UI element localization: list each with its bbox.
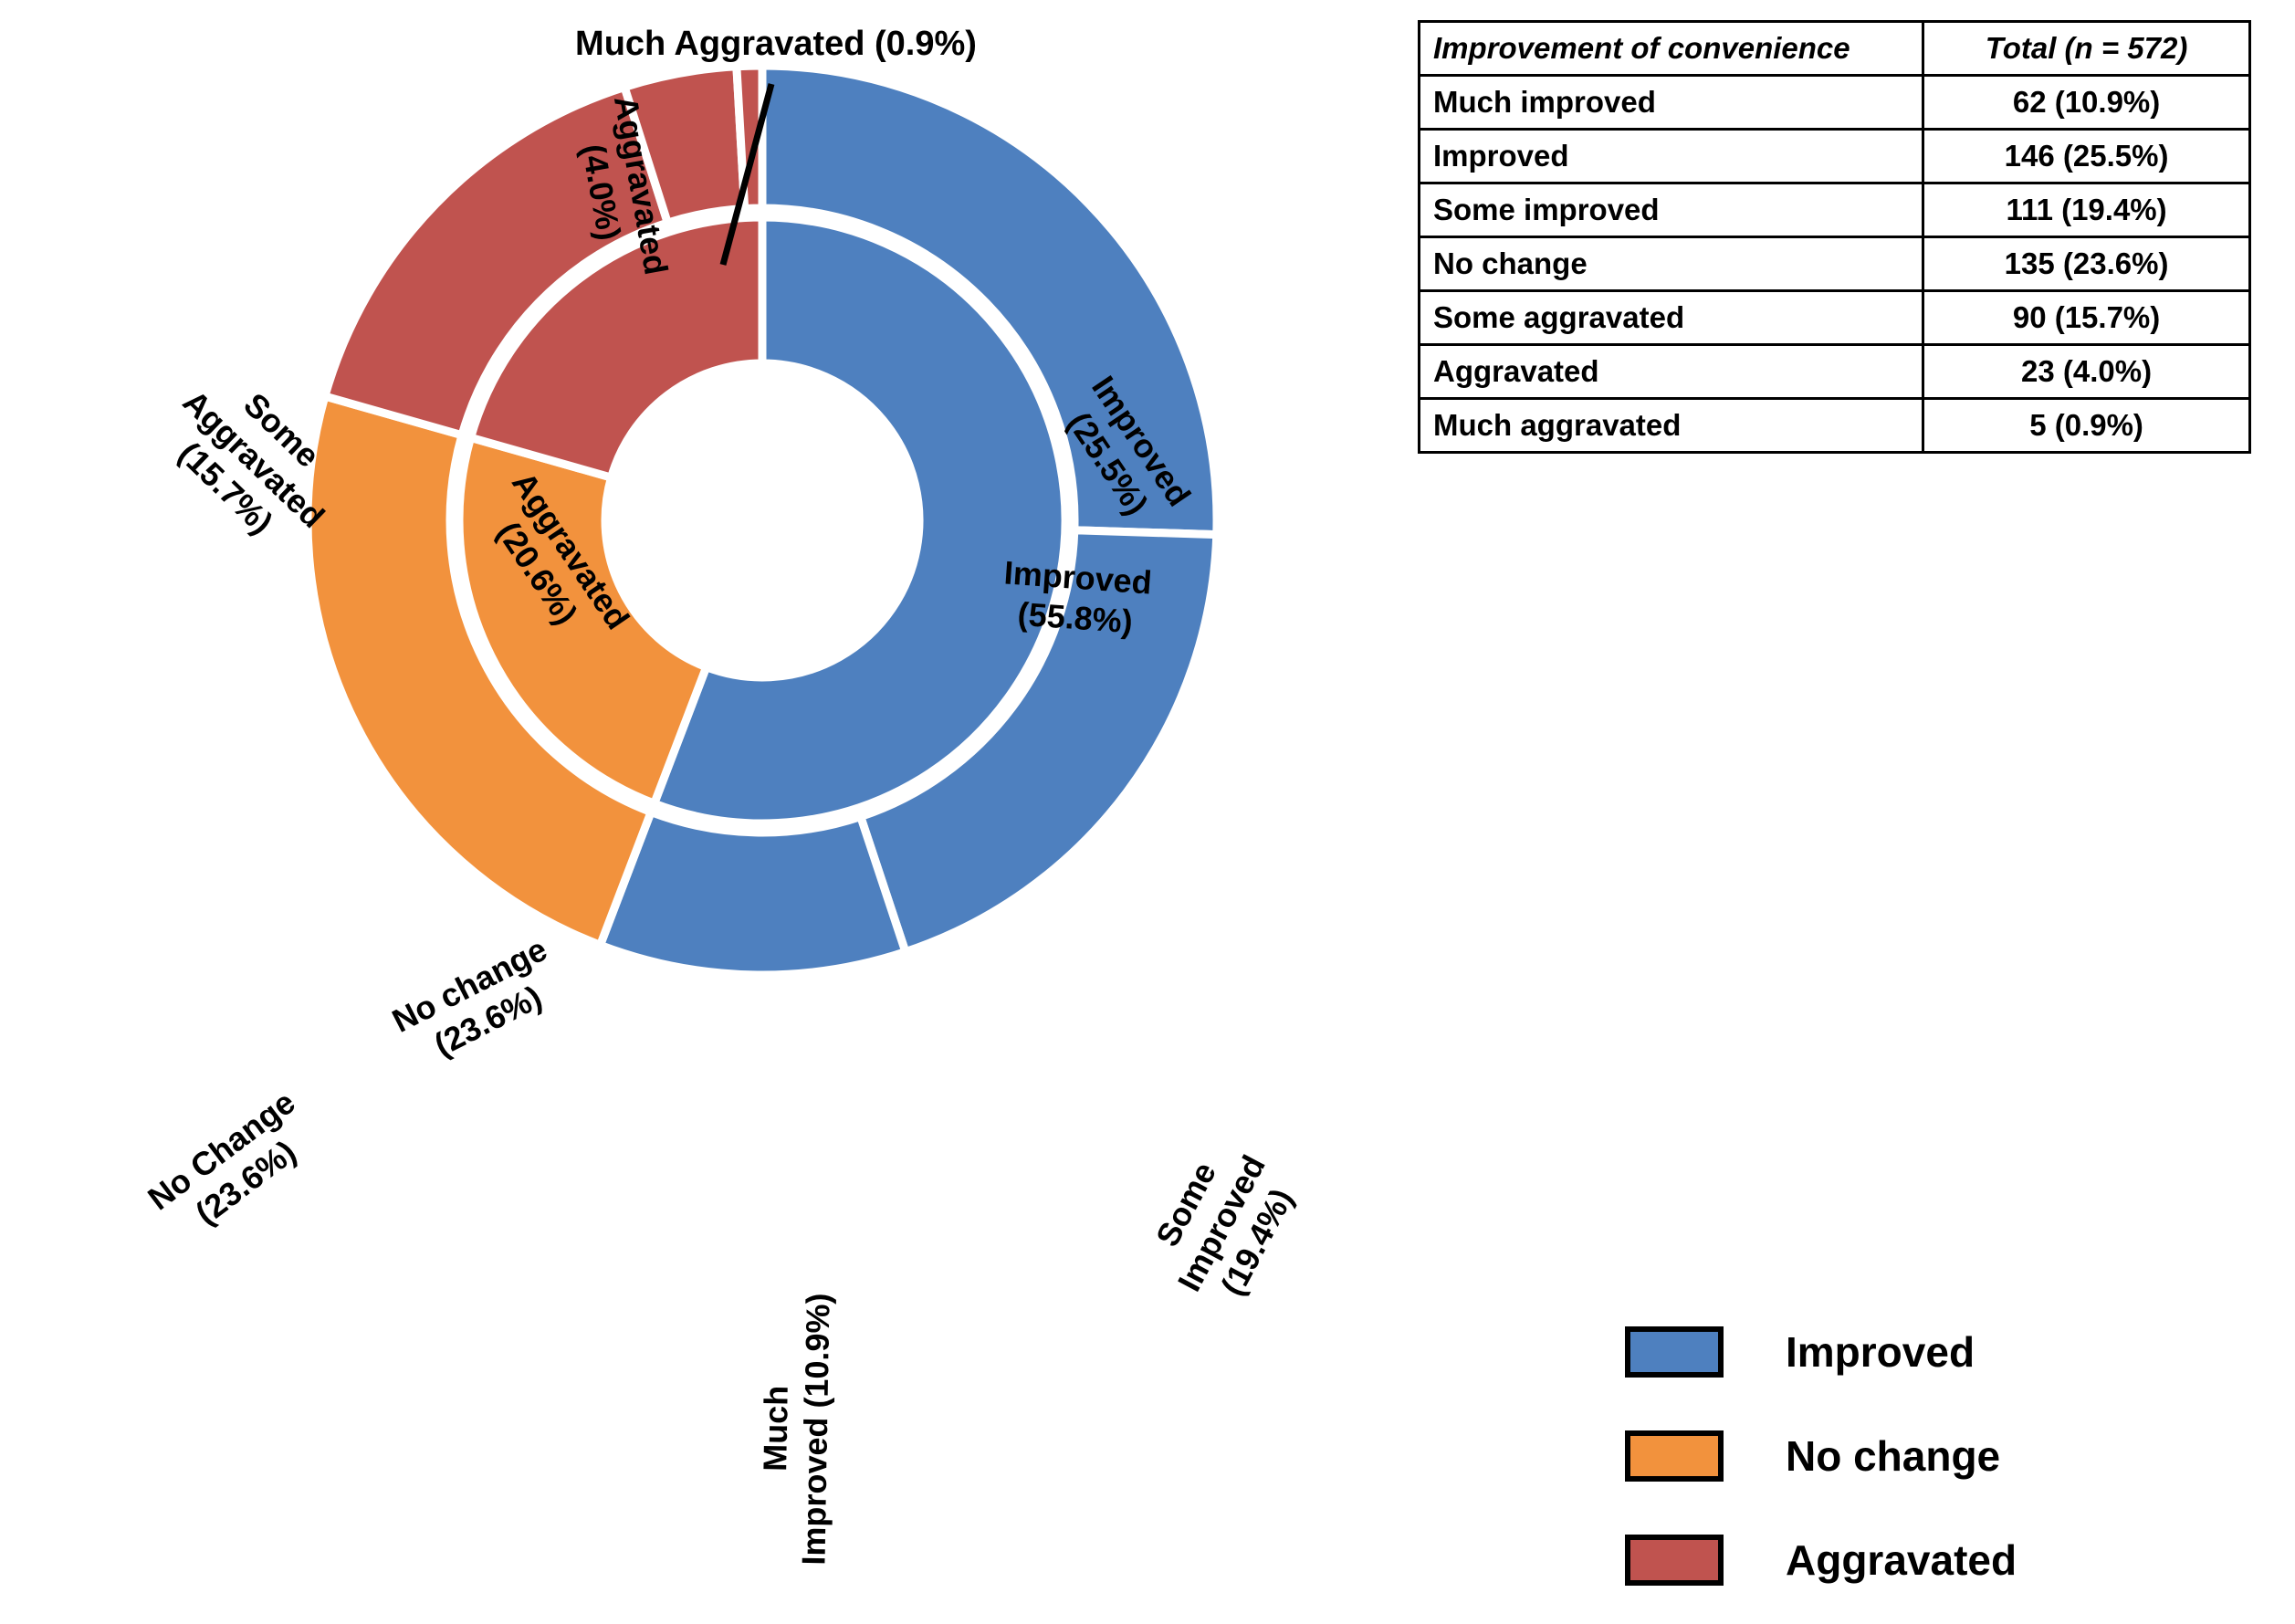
row-value: 23 (4.0%) xyxy=(1922,342,2251,400)
row-label: Some aggravated xyxy=(1417,288,1925,346)
chart-legend: Improved No change Aggravated xyxy=(1625,1312,2017,1624)
row-value: 111 (19.4%) xyxy=(1922,181,2251,238)
nested-donut-chart: Much Aggravated (0.9%) Improved (25.5%) … xyxy=(141,25,1301,1566)
outer-slice-some-aggravated[interactable] xyxy=(320,81,674,441)
outer-ring xyxy=(303,61,1221,980)
inner-label-no-change: No change (23.6%) xyxy=(386,930,553,1063)
donut-chart-area: Much Aggravated (0.9%) Improved (25.5%) … xyxy=(141,25,1301,1566)
row-value: 90 (15.7%) xyxy=(1922,288,2251,346)
legend-label-improved: Improved xyxy=(1786,1328,1975,1376)
donut-hole xyxy=(605,363,919,677)
legend-swatch-no-change xyxy=(1625,1430,1724,1482)
legend-swatch-improved xyxy=(1625,1326,1724,1378)
legend-swatch-aggravated xyxy=(1625,1535,1724,1586)
table-row: Aggravated 23 (4.0%) xyxy=(1417,342,2251,400)
table-row: Some improved 111 (19.4%) xyxy=(1417,181,2251,238)
row-label: Much aggravated xyxy=(1417,396,1925,454)
legend-item-no-change[interactable]: No change xyxy=(1625,1416,2017,1496)
legend-item-improved[interactable]: Improved xyxy=(1625,1312,2017,1392)
outer-label-much-improved: Much Improved (10.9%) xyxy=(756,1293,836,1566)
outer-slice-much-aggravated[interactable] xyxy=(732,61,767,214)
row-value: 5 (0.9%) xyxy=(1922,396,2251,454)
outer-slice-some-improved[interactable] xyxy=(855,526,1221,958)
outer-label-some-aggravated: Some Aggravated (15.7%) xyxy=(172,382,332,541)
table-row: Much aggravated 5 (0.9%) xyxy=(1417,396,2251,454)
callout-leader-line xyxy=(719,83,775,266)
outer-label-some-improved: Some Improved (19.4%) xyxy=(1148,1149,1301,1302)
row-label: Some improved xyxy=(1417,181,1925,238)
row-label: Much improved xyxy=(1417,73,1925,131)
legend-label-no-change: No change xyxy=(1786,1432,2001,1480)
outer-label-no-change: No Change (23.6%) xyxy=(141,1083,302,1231)
outer-slice-improved[interactable] xyxy=(758,61,1221,540)
table-row: Much improved 62 (10.9%) xyxy=(1417,73,2251,131)
label-line-1: Much xyxy=(756,1385,795,1472)
legend-label-aggravated: Aggravated xyxy=(1786,1536,2017,1584)
summary-table: Improvement of convenience Total (n = 57… xyxy=(1417,20,2251,454)
row-label: Improved xyxy=(1417,127,1925,184)
table-header-value: Total (n = 572) xyxy=(1922,20,2251,77)
label-line-2: (55.8%) xyxy=(1016,595,1134,641)
row-value: 146 (25.5%) xyxy=(1922,127,2251,184)
outer-slice-no-change[interactable] xyxy=(303,391,656,951)
table-header-row: Improvement of convenience Total (n = 57… xyxy=(1417,20,2251,77)
table-row: Some aggravated 90 (15.7%) xyxy=(1417,288,2251,346)
row-value: 62 (10.9%) xyxy=(1922,73,2251,131)
row-value: 135 (23.6%) xyxy=(1922,235,2251,292)
table-row: Improved 146 (25.5%) xyxy=(1417,127,2251,184)
label-line-2: Improved (10.9%) xyxy=(794,1293,836,1566)
callout-label: Much Aggravated (0.9%) xyxy=(575,25,977,63)
table-row: No change 135 (23.6%) xyxy=(1417,235,2251,292)
row-label: No change xyxy=(1417,235,1925,292)
legend-item-aggravated[interactable]: Aggravated xyxy=(1625,1520,2017,1600)
table-header-label: Improvement of convenience xyxy=(1417,20,1925,77)
row-label: Aggravated xyxy=(1417,342,1925,400)
